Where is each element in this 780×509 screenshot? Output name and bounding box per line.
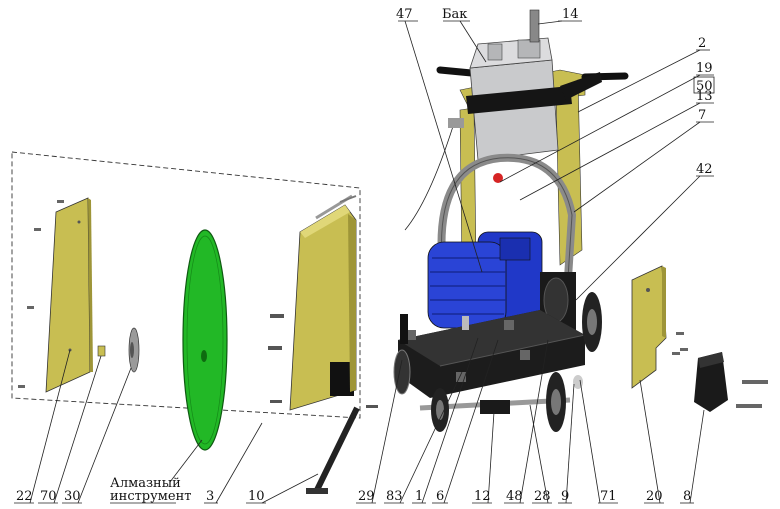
label-diamond-line1: Алмазный: [110, 476, 181, 491]
wheels: [431, 292, 602, 432]
label-1: 1: [415, 489, 423, 504]
label-6: 6: [436, 489, 444, 504]
part-30-flange: [128, 327, 140, 373]
part-labels: 47 Бак 14 2 19 50 13 7 42 22 70 30 Алмаз…: [16, 7, 715, 504]
label-3: 3: [206, 489, 214, 504]
label-13: 13: [696, 89, 713, 104]
label-50-box: [693, 76, 715, 94]
label-20: 20: [646, 489, 663, 504]
label-19: 19: [696, 61, 713, 76]
label-8: 8: [683, 489, 691, 504]
label-2: 2: [698, 36, 706, 51]
part-guard-bolts: [268, 314, 378, 408]
label-48: 48: [506, 489, 523, 504]
label-30: 30: [64, 489, 81, 504]
label-28: 28: [534, 489, 551, 504]
fuel-tank: [466, 9, 602, 183]
part-10-lever: [306, 406, 360, 494]
base-frame: [398, 310, 586, 411]
label-7: 7: [698, 108, 706, 123]
label-71: 71: [600, 489, 617, 504]
machine-assembly: [393, 9, 629, 432]
label-22: 22: [16, 489, 33, 504]
leader-lines: [14, 20, 714, 504]
label-70: 70: [40, 489, 57, 504]
part-70-spacer: [97, 345, 106, 357]
label-47: 47: [396, 7, 413, 22]
label-12: 12: [474, 489, 491, 504]
part-20-side-plate: [631, 265, 667, 389]
label-tank: Бак: [442, 7, 467, 22]
exploded-group-dashed-outline: [11, 151, 361, 419]
part-8-cover: [694, 352, 768, 412]
label-50: 50: [696, 79, 713, 94]
label-9: 9: [561, 489, 569, 504]
diamond-blade: [182, 229, 228, 451]
label-42: 42: [696, 162, 713, 177]
part-screws-left: [18, 200, 64, 388]
part-small-screws-right: [672, 332, 688, 355]
part-3-blade-guard: [289, 194, 357, 411]
label-83: 83: [386, 489, 403, 504]
label-10: 10: [248, 489, 265, 504]
label-14: 14: [562, 7, 579, 22]
label-diamond-line2: инструмент: [110, 489, 191, 504]
electric-motor: [427, 231, 543, 331]
label-29: 29: [358, 489, 375, 504]
part-22-guard-plate: [45, 197, 93, 393]
